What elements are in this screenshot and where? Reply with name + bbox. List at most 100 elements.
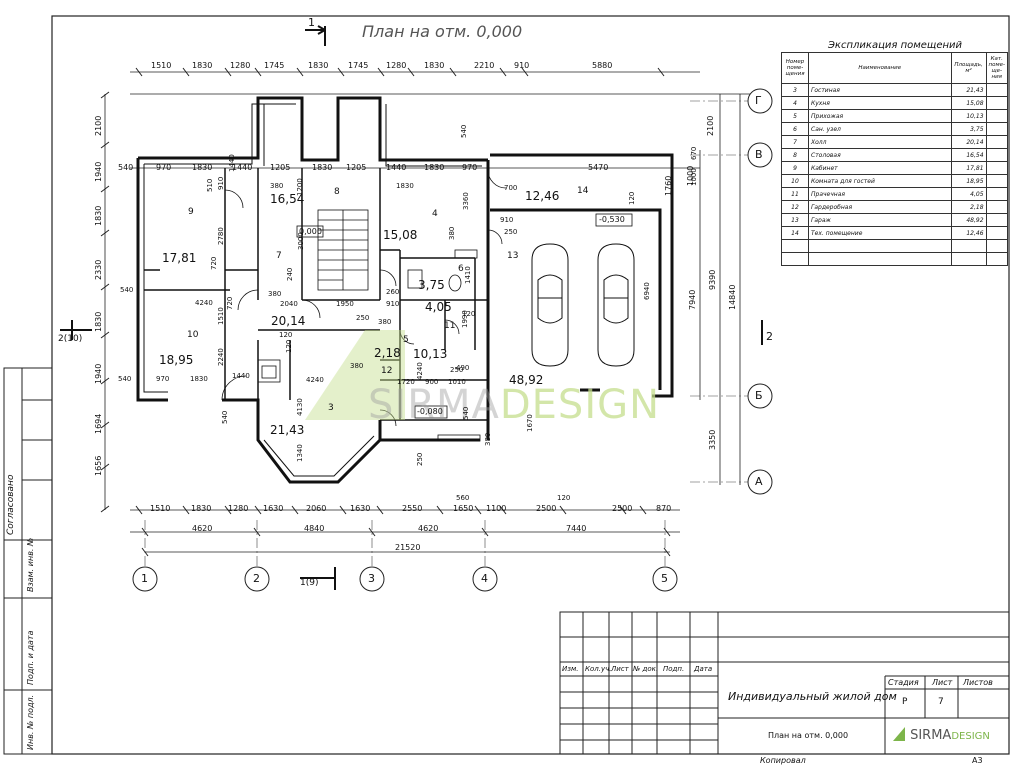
dim-text: 1670 xyxy=(526,414,534,432)
dim-text: 260 xyxy=(386,288,400,296)
dim-text: 3360 xyxy=(462,192,470,210)
dim-text: 1200 xyxy=(296,178,304,196)
dim-text: 2550 xyxy=(402,504,423,513)
dim-text: 7940 xyxy=(688,289,697,310)
dim-text: 1410 xyxy=(464,266,472,284)
dim-text: 1990 xyxy=(461,310,469,328)
dim-text: 1205 xyxy=(346,163,367,172)
dim-text: 1940 xyxy=(94,363,103,384)
dim-text: 380 xyxy=(350,362,364,370)
explication-cell-cat xyxy=(985,109,1009,123)
level-mark-stair: 0,000 xyxy=(299,227,322,236)
title-block xyxy=(559,611,1010,755)
dim-text: 14840 xyxy=(728,284,737,310)
room-area: 17,81 xyxy=(162,251,197,265)
room-area: 10,13 xyxy=(413,347,448,361)
dim-text: 1630 xyxy=(263,504,284,513)
dim-text: 1830 xyxy=(424,163,445,172)
explication-cell-name: Прихожая xyxy=(808,109,952,123)
explication-cell-area: 10,13 xyxy=(950,109,987,123)
explication-cell-num: 12 xyxy=(781,200,809,214)
dim-text: 1745 xyxy=(348,61,369,70)
dim-text: 970 xyxy=(156,375,170,383)
project-name: Индивидуальный жилой дом xyxy=(728,690,897,703)
dim-text: 3000 xyxy=(297,232,305,250)
level-markers xyxy=(296,213,633,442)
axis-marker-V xyxy=(747,142,773,168)
section-mark-bottom: 1(9) xyxy=(300,578,319,588)
dim-text: 1440 xyxy=(228,154,236,172)
explication-cell-name: Тех. помещение xyxy=(808,226,952,240)
dim-text: 5880 xyxy=(592,61,613,70)
explication-cell-name: Гараж xyxy=(808,213,952,227)
dim-text: 250 xyxy=(356,314,370,322)
dim-text: 1205 xyxy=(270,163,291,172)
explication-cell-area: 48,92 xyxy=(950,213,987,227)
explication-cell-name: Гардеробная xyxy=(808,200,952,214)
explication-cell-cat xyxy=(985,96,1009,110)
tb-col-doc: № док. xyxy=(633,665,659,673)
format-label: А3 xyxy=(972,756,983,765)
axis-marker-A xyxy=(747,469,773,495)
car-symbols xyxy=(531,243,635,367)
dim-text: 2500 xyxy=(536,504,557,513)
side-label-replacement: Взам. инв. № xyxy=(26,537,35,592)
copied-label: Копировал xyxy=(760,756,806,765)
dim-text: 1100 xyxy=(486,504,507,513)
sheets-label: Листов xyxy=(963,678,993,687)
dim-text: 2240 xyxy=(217,348,225,366)
stage-value: Р xyxy=(902,697,908,707)
explication-cell-num: 11 xyxy=(781,187,809,201)
axis-label-2: 2 xyxy=(253,572,260,585)
dim-text: 1510 xyxy=(217,307,225,325)
tb-col-list: Лист xyxy=(611,665,629,673)
room-area: 3,75 xyxy=(418,278,445,292)
dim-text: 380 xyxy=(268,290,282,298)
explication-cell-name: Сан. узел xyxy=(808,122,952,136)
dim-text: 1440 xyxy=(232,372,250,380)
dim-text: 1830 xyxy=(191,504,212,513)
dim-text: 2060 xyxy=(306,504,327,513)
side-label-agreed: Согласовано xyxy=(6,474,16,535)
side-label-inventory: Инв. № подл. xyxy=(26,694,35,750)
dim-text: 380 xyxy=(448,226,456,240)
dim-text: 1830 xyxy=(94,205,103,226)
dim-text: 910 xyxy=(514,61,530,70)
dim-text: 1510 xyxy=(150,504,171,513)
room-number: 12 xyxy=(381,366,393,376)
axis-lines xyxy=(144,100,748,570)
explication-cell-area: 21,43 xyxy=(950,83,987,97)
dim-text: 720 xyxy=(210,256,218,270)
dim-text: 240 xyxy=(286,267,294,281)
tb-col-date: Дата xyxy=(694,665,713,673)
explication-row-empty xyxy=(781,239,1009,253)
dim-text: 1694 xyxy=(94,413,103,434)
axis-markers xyxy=(132,88,773,592)
explication-cell-area: 16,54 xyxy=(950,148,987,162)
dim-text: 910 xyxy=(500,216,514,224)
exterior-walls-inner xyxy=(143,103,482,477)
explication-cell-num: 14 xyxy=(781,226,809,240)
staircase xyxy=(317,209,369,291)
room-area: 48,92 xyxy=(509,373,544,387)
dim-text: 4240 xyxy=(195,299,213,307)
dim-text: 540 xyxy=(118,375,132,383)
explication-cell-area: 17,81 xyxy=(950,161,987,175)
dim-text: 490 xyxy=(456,364,470,372)
explication-cell-num: 4 xyxy=(781,96,809,110)
section-mark-left: 2(10) xyxy=(58,334,83,344)
dim-text: 900 xyxy=(425,378,439,386)
explication-title: Экспликация помещений xyxy=(827,40,963,51)
dim-text: 540 xyxy=(118,163,134,172)
logo-text-1: SIRMA xyxy=(910,728,952,743)
dim-text: 1830 xyxy=(312,163,333,172)
logo-mark-icon xyxy=(893,727,905,741)
explication-cell-area: 18,95 xyxy=(950,174,987,188)
explication-cell-num: 8 xyxy=(781,148,809,162)
axis-marker-4 xyxy=(472,566,498,592)
axis-label-G: Г xyxy=(755,94,762,107)
